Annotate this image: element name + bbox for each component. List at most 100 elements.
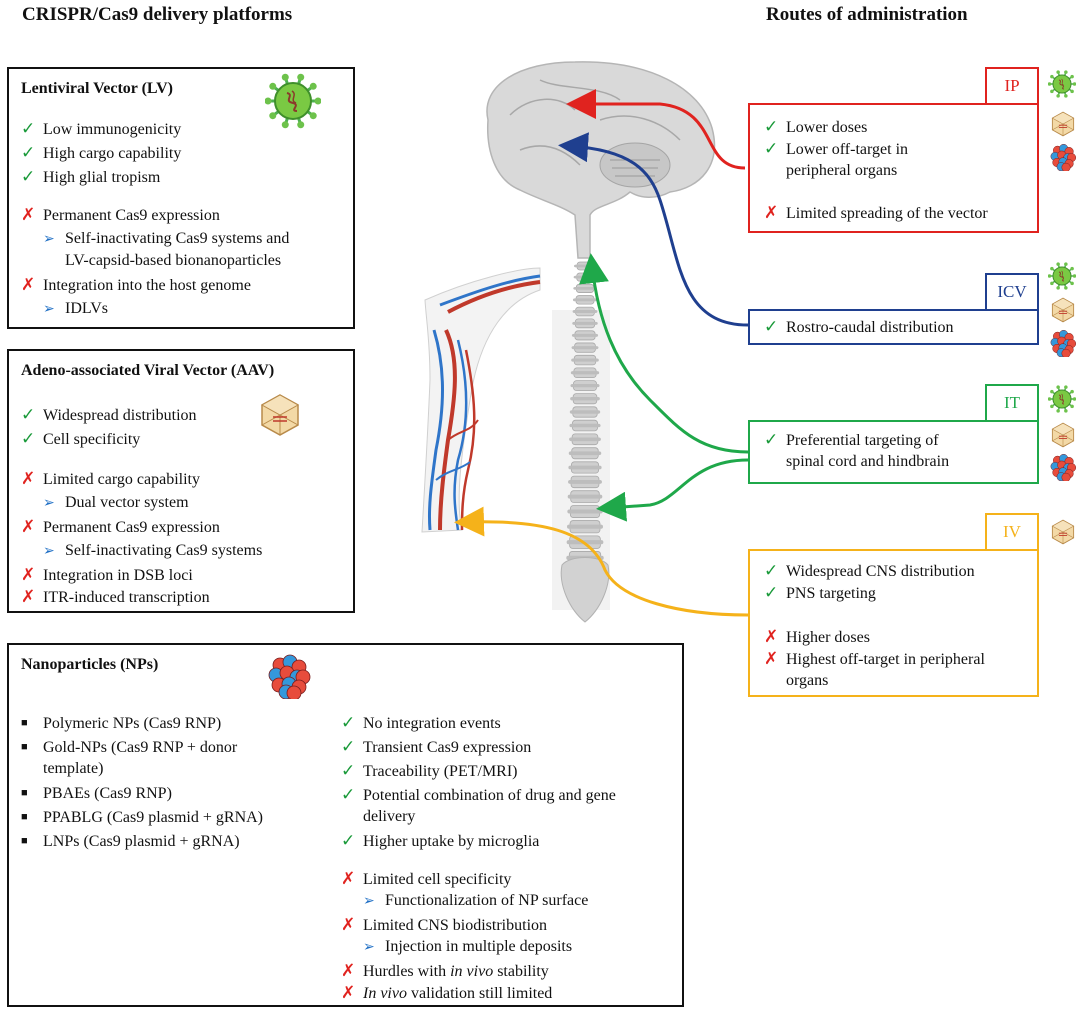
list-item: ✓ Higher uptake by microglia [341,831,539,852]
list-item: ✗Limited CNS biodistribution [341,915,547,936]
icv-label: ICV [985,273,1039,311]
capsid-icon [260,394,300,436]
list-item-text: No integration events [363,715,501,732]
list-item: ✗ Integration into the host genome [21,275,251,296]
right-heading: Routes of administration [766,4,968,25]
cross-icon: ✗ [764,203,779,222]
list-item-text: Low immunogenicity [43,121,182,138]
aav-box: Adeno-associated Viral Vector (AAV) ✓Wid… [7,349,355,613]
list-item-text: Widespread distribution [43,407,197,424]
list-item-text: Traceability (PET/MRI) [363,763,518,780]
sacrum [560,557,610,623]
cross-icon: ✗ [764,627,779,646]
np-type-text: Polymeric NPs (Cas9 RNP) [43,715,222,732]
cross-icon: ✗ [341,961,356,980]
check-icon: ✓ [341,737,356,756]
list-item-text: delivery [363,808,416,825]
ip-virus-icon [1048,70,1076,98]
list-item: ✓Widespread CNS distribution [764,561,975,582]
check-icon: ✓ [764,430,779,449]
check-icon: ✓ [341,713,356,732]
list-item: ✓PNS targeting [764,583,876,604]
iv-capsid-icon [1051,519,1075,545]
list-item: ➢Self-inactivating Cas9 systems and [43,229,289,250]
check-icon: ✓ [341,761,356,780]
icv-capsid-icon [1051,297,1075,323]
list-item: ➢ IDLVs [43,299,108,320]
cross-icon: ✗ [764,649,779,668]
check-icon: ✓ [21,429,36,448]
check-icon: ✓ [764,583,779,602]
np-type-item: ■Polymeric NPs (Cas9 RNP) [21,713,221,734]
list-item: spinal cord and hindbrain [786,452,949,472]
lv-title: Lentiviral Vector (LV) [21,80,173,97]
list-item: ➢ Self-inactivating Cas9 systems [43,541,262,562]
list-item-text: IDLVs [65,300,108,317]
np-type-item: ■LNPs (Cas9 plasmid + gRNA) [21,831,240,852]
check-icon: ✓ [764,317,779,336]
list-item: organs [786,671,828,691]
brain-icon [486,61,716,259]
np-type-text: Gold-NPs (Cas9 RNP + donor [43,739,238,756]
list-item-text: High glial tropism [43,169,161,186]
list-item: ✗ Hurdles with in vivo stability [341,961,549,982]
list-item-text: LV-capsid-based bionanoparticles [65,252,282,269]
list-item-text: Highest off-target in peripheral [786,651,985,668]
arrow-bullet-icon: ➢ [43,544,55,559]
it-capsid-icon [1051,422,1075,448]
list-item: peripheral organs [786,161,897,181]
list-item: ✓Preferential targeting of [764,430,939,451]
list-item: ✓ High cargo capability [21,143,181,164]
list-item-text: Hurdles with in vivo stability [363,963,549,980]
cross-icon: ✗ [21,275,36,294]
arrow-bullet-icon: ➢ [43,302,55,317]
list-item: ✓ Low immunogenicity [21,119,181,140]
list-item: delivery [363,807,415,827]
check-icon: ✓ [21,119,36,138]
np-title: Nanoparticles (NPs) [21,656,159,673]
list-item-text: Self-inactivating Cas9 systems [65,542,263,559]
list-item: ✗Limited cell specificity [341,869,511,890]
list-item: ✗Limited cargo capability [21,469,200,490]
cross-icon: ✗ [21,469,36,488]
list-item-text: Limited CNS biodistribution [363,917,548,934]
list-item-text: Injection in multiple deposits [385,938,573,955]
cross-icon: ✗ [21,205,36,224]
list-item: ✗ Permanent Cas9 expression [21,205,220,226]
check-icon: ✓ [764,139,779,158]
icv-virus-icon [1048,262,1076,290]
check-icon: ✓ [341,831,356,850]
np-box: Nanoparticles (NPs) ■Polymeric NPs (Cas9… [7,643,684,1007]
list-item: ✓Lower doses [764,117,867,138]
list-item-text: High cargo capability [43,145,182,162]
arrow-bullet-icon: ➢ [43,232,55,247]
list-item: ✓Transient Cas9 expression [341,737,531,758]
it-label: IT [985,384,1039,422]
arrow-bullet-icon: ➢ [363,894,375,909]
list-item-text: Integration into the host genome [43,277,251,294]
list-item-text: Permanent Cas9 expression [43,207,220,224]
list-item-text: spinal cord and hindbrain [786,453,950,470]
list-item: ✓ Rostro-caudal distribution [764,317,954,338]
check-icon: ✓ [764,561,779,580]
list-item-text: Higher uptake by microglia [363,833,540,850]
square-bullet-icon: ■ [21,787,28,799]
list-item-text: Permanent Cas9 expression [43,519,220,536]
cross-icon: ✗ [21,517,36,536]
list-item-text: organs [786,672,829,689]
list-item-text: ITR-induced transcription [43,589,210,606]
ip-nanoparticle-icon [1050,143,1077,171]
icv-box: ✓ Rostro-caudal distribution [748,309,1039,345]
check-icon: ✓ [21,143,36,162]
list-item-text: In vivo validation still limited [363,985,553,1002]
list-item-text: peripheral organs [786,162,898,179]
iv-box: ✓Widespread CNS distribution✓PNS targeti… [748,549,1039,697]
np-type-text: template) [43,760,104,777]
np-type-text: PPABLG (Cas9 plasmid + gRNA) [43,809,264,826]
list-item: ✓Cell specificity [21,429,140,450]
np-type-item: ■PPABLG (Cas9 plasmid + gRNA) [21,807,263,828]
icv-arrow [558,132,749,327]
square-bullet-icon: ■ [21,835,28,847]
list-item-text: Rostro-caudal distribution [786,319,954,336]
